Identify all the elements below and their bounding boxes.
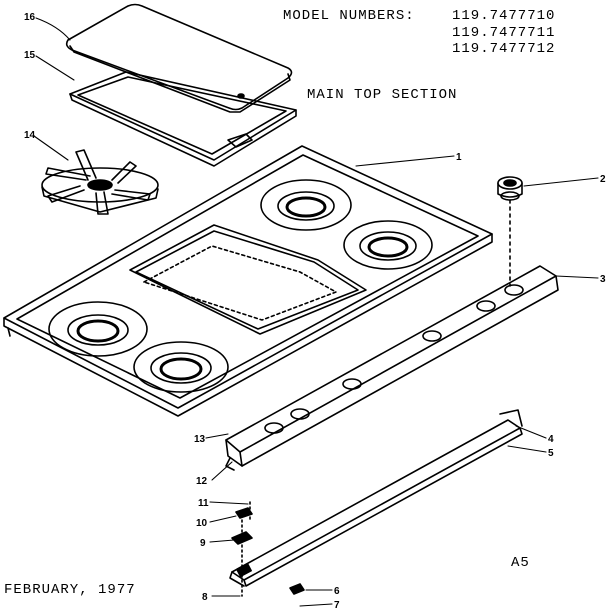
callout-12: 12 <box>196 476 208 487</box>
section-title: MAIN TOP SECTION <box>307 87 458 103</box>
burner-opening-front-left <box>48 301 148 357</box>
burner-opening-rear-right <box>343 220 433 270</box>
model-number-3: 119.7477712 <box>452 41 556 57</box>
main-top-panel <box>3 145 493 417</box>
callout-1: 1 <box>456 152 462 163</box>
callout-15: 15 <box>24 50 36 61</box>
callout-8: 8 <box>202 592 208 603</box>
gasket-frame <box>69 71 297 167</box>
support-rail <box>229 409 523 587</box>
page-code: A5 <box>511 555 530 571</box>
callout-14: 14 <box>24 130 36 141</box>
callout-6: 6 <box>334 586 340 597</box>
cover-lid <box>65 3 293 113</box>
callout-16: 16 <box>24 12 36 23</box>
callout-10: 10 <box>196 518 208 529</box>
leader-lines <box>33 17 599 607</box>
callout-11: 11 <box>198 498 209 509</box>
publication-date: FEBRUARY, 1977 <box>4 582 136 598</box>
burner-grate <box>41 149 159 215</box>
burner-opening-rear-left <box>260 179 352 231</box>
callout-5: 5 <box>548 448 554 459</box>
callout-numbers: 16 15 14 1 2 3 4 5 6 7 8 9 10 11 12 13 <box>24 12 606 611</box>
callout-4: 4 <box>548 434 554 445</box>
callout-9: 9 <box>200 538 206 549</box>
callout-13: 13 <box>194 434 206 445</box>
control-knob <box>497 176 523 287</box>
model-number-2: 119.7477711 <box>452 25 556 41</box>
burner-opening-front-right <box>133 341 229 393</box>
callout-2: 2 <box>600 174 606 185</box>
model-number-1: 119.7477710 <box>452 8 556 24</box>
callout-7: 7 <box>334 600 340 611</box>
callout-3: 3 <box>600 274 606 285</box>
clip-parts <box>231 501 305 597</box>
model-numbers-label: MODEL NUMBERS: <box>283 8 415 24</box>
